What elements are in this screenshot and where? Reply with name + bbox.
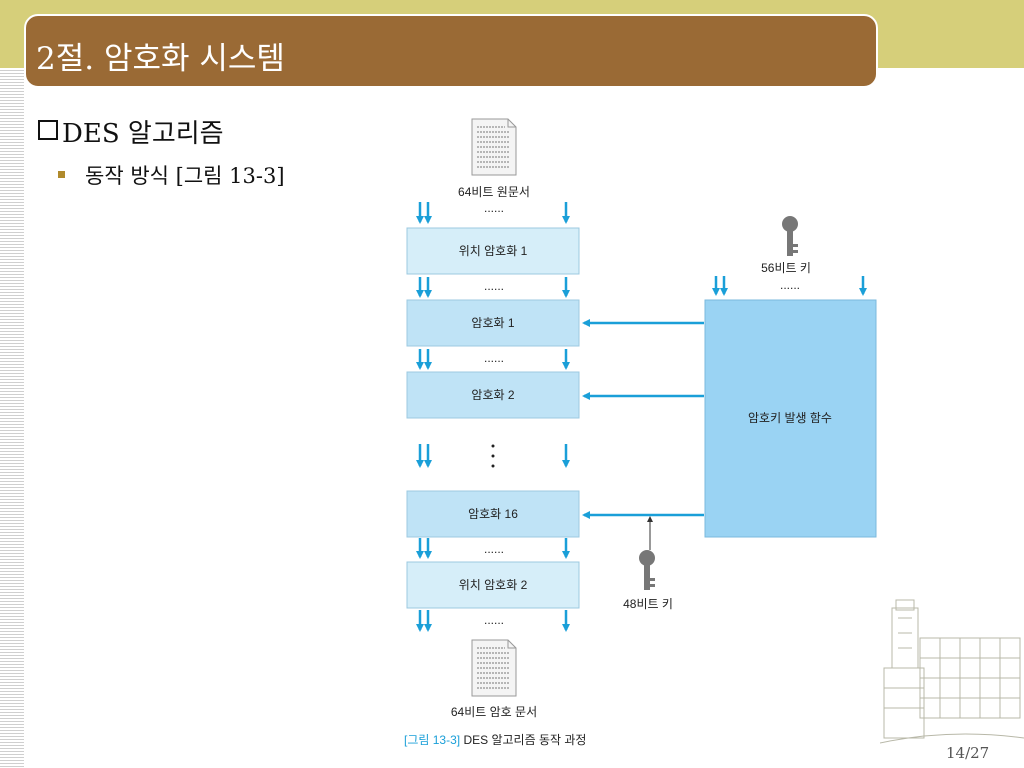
key-56-icon (782, 216, 798, 256)
ellipsis-4: ...... (484, 542, 504, 556)
ip2-box (406, 561, 580, 609)
round2-label: 암호화 2 (471, 388, 514, 402)
input-document-label: 64비트 원문서 (458, 185, 530, 199)
figure-caption: [그림 13-3] DES 알고리즘 동작 과정 (404, 733, 586, 747)
round16-label: 암호화 16 (468, 507, 518, 521)
ellipsis-6: ...... (780, 278, 800, 292)
key-48-label: 48비트 키 (623, 597, 673, 611)
keygen-label: 암호키 발생 함수 (748, 411, 832, 425)
keygen-box (704, 299, 877, 538)
key-48-icon (639, 550, 655, 590)
caption-prefix: [그림 13-3] (404, 733, 460, 747)
flow-arrows (416, 202, 867, 632)
ellipsis-3: ...... (484, 351, 504, 365)
output-document-label: 64비트 암호 문서 (451, 705, 537, 719)
building-sketch-icon (880, 599, 1024, 744)
output-document-icon (471, 639, 517, 697)
ellipsis-1: ...... (484, 201, 504, 215)
ellipsis-2: ...... (484, 279, 504, 293)
round1-label: 암호화 1 (471, 316, 514, 330)
title-bar (24, 14, 878, 88)
ip2-label: 위치 암호화 2 (459, 578, 528, 592)
bullet-operation: 동작 방식 [그림 13-3] (58, 160, 285, 190)
ip1-box (406, 227, 580, 275)
round1-box (406, 299, 580, 347)
bullet1-text: DES 알고리즘 (62, 119, 224, 149)
page-number: 14/27 (946, 744, 990, 762)
left-stripes (0, 68, 24, 768)
ellipsis-5: ...... (484, 613, 504, 627)
checkbox-bullet-icon (38, 120, 58, 140)
round16-box (406, 490, 580, 538)
square-bullet-icon (58, 171, 65, 178)
input-document-icon (471, 118, 517, 176)
ip1-label: 위치 암호화 1 (459, 244, 528, 258)
slide-title: 2절. 암호화 시스템 (36, 41, 285, 77)
caption-text: DES 알고리즘 동작 과정 (460, 733, 586, 747)
bullet-des-algorithm: DES 알고리즘 (38, 113, 224, 150)
key-56-label: 56비트 키 (761, 261, 811, 275)
round2-box (406, 371, 580, 419)
vertical-ellipsis (491, 444, 495, 468)
bullet2-text: 동작 방식 [그림 13-3] (85, 164, 285, 188)
